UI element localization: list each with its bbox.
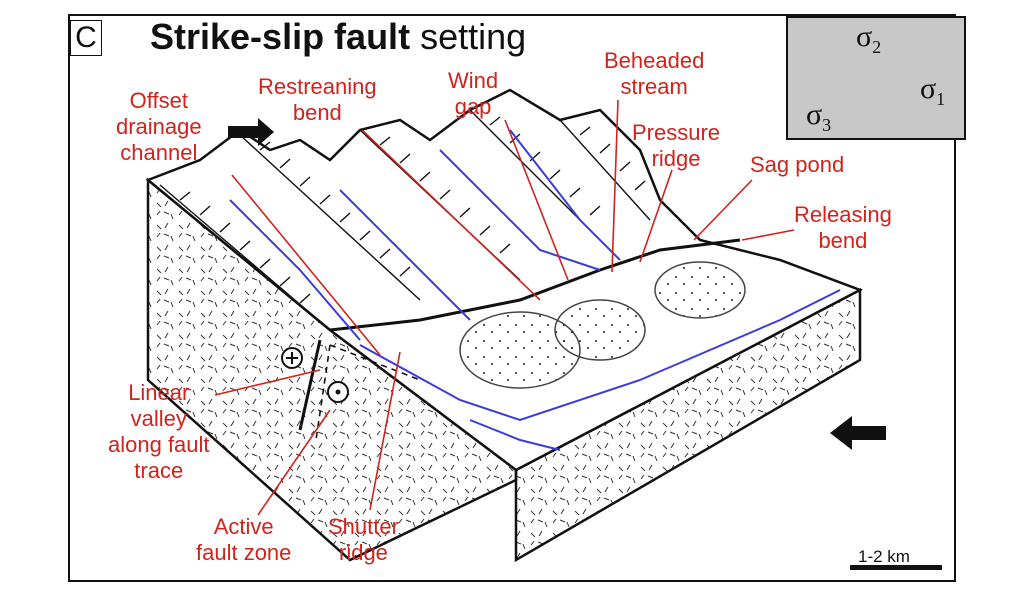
motion-out-of-page-symbol — [327, 381, 349, 403]
figure-title: Strike-slip fault setting — [150, 16, 526, 58]
compression-arrow-left — [228, 118, 274, 146]
sigma3-label: σ3 — [806, 98, 832, 135]
alluvial-fan — [654, 261, 746, 319]
scale-label: 1-2 km — [858, 547, 910, 566]
streams — [229, 129, 841, 451]
scale-bar — [850, 565, 942, 570]
stress-inset — [786, 16, 966, 140]
block-top-surface — [145, 88, 864, 472]
title-rest: setting — [420, 16, 527, 57]
label-sag-pond: Sag pond — [750, 152, 845, 177]
alluvial-fan — [554, 299, 646, 361]
motion-into-page-symbol — [281, 347, 303, 369]
fault-plane-dashed — [315, 344, 421, 441]
panel-letter: C — [70, 20, 102, 56]
leader-lines — [214, 99, 795, 516]
sigma1-label: σ1 — [920, 72, 946, 109]
fault-trace — [329, 238, 741, 332]
title-bold: Strike-slip fault — [150, 16, 411, 57]
compression-arrow-right — [830, 416, 886, 450]
sigma2-label: σ2 — [856, 20, 882, 57]
fault-plane — [298, 339, 322, 431]
